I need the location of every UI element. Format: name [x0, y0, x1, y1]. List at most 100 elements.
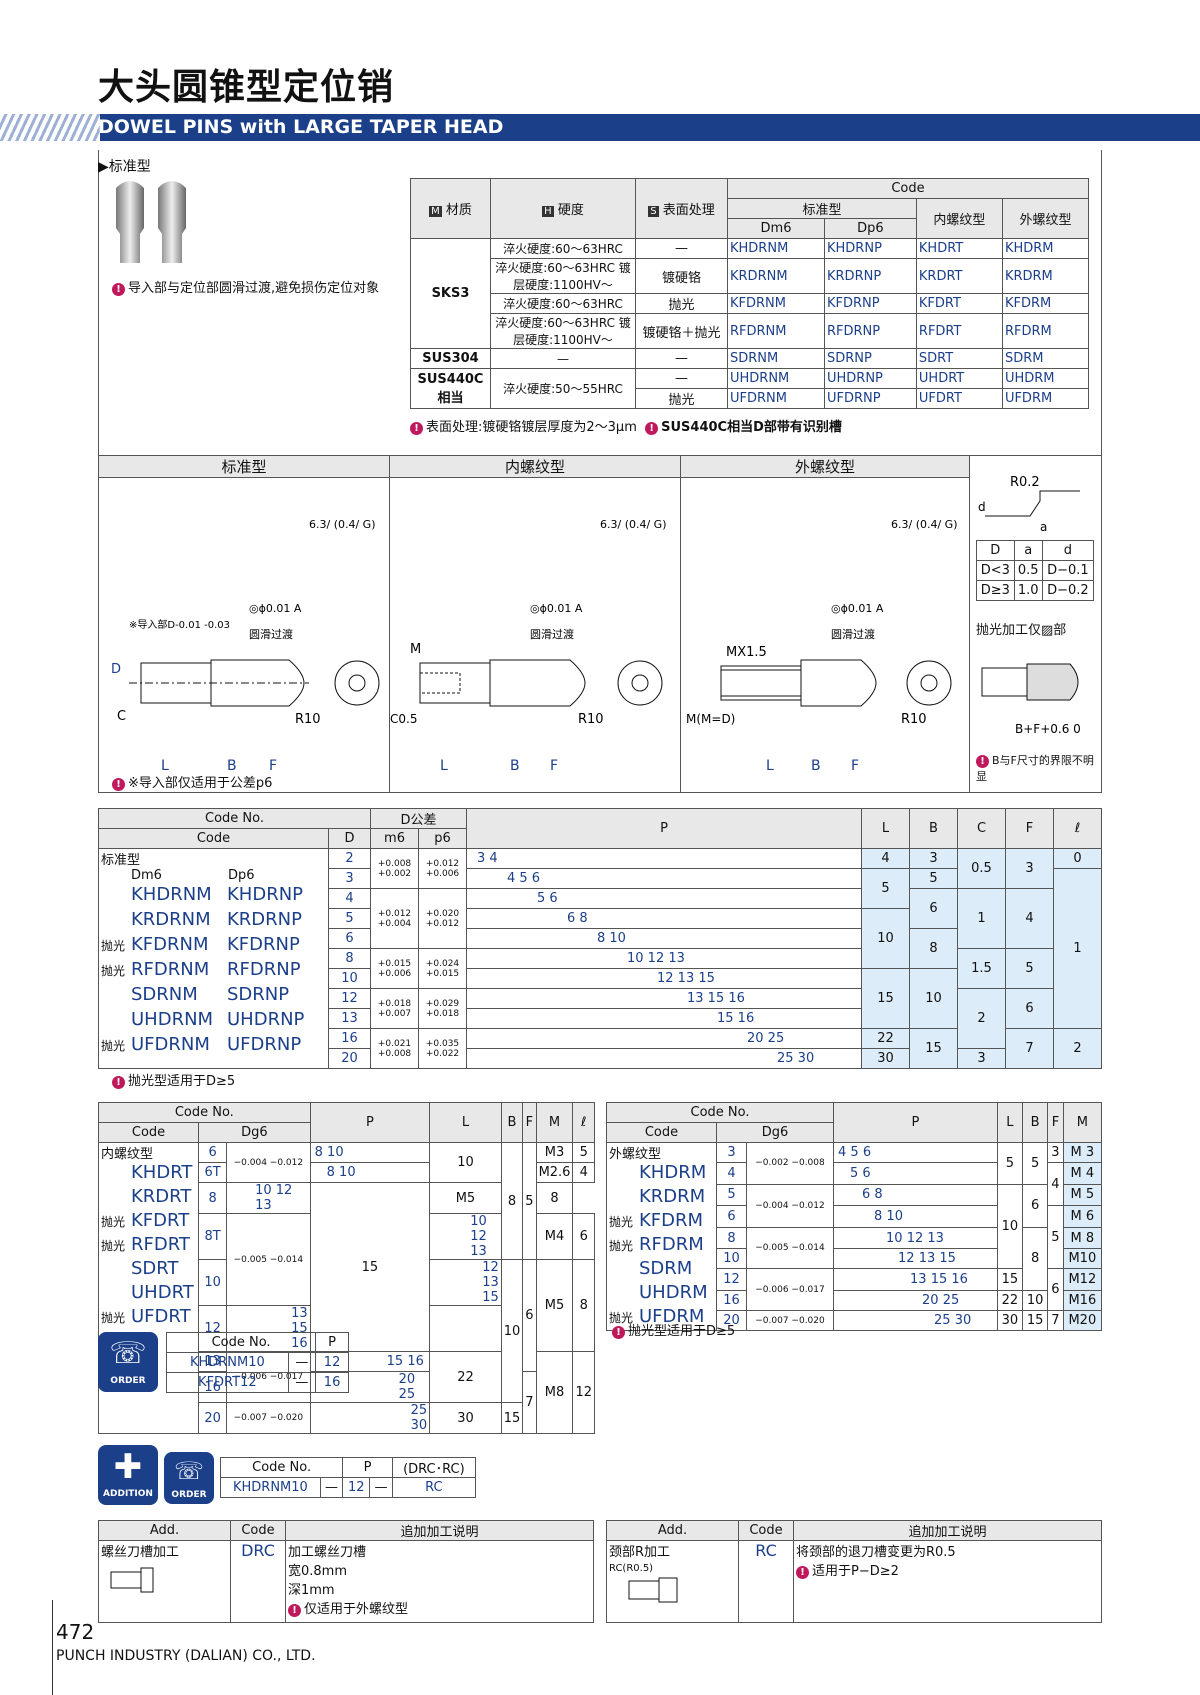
dg6-cell: 3 — [716, 1142, 747, 1163]
svg-text:※导入部D-0.01 -0.03: ※导入部D-0.01 -0.03 — [129, 618, 230, 631]
code-dm6: UHDRNM — [131, 1009, 214, 1030]
dim-cell: 15 — [1021, 1310, 1049, 1331]
L-cell: 10 — [861, 908, 910, 969]
p6-cell: +0.029 +0.018 — [418, 988, 467, 1029]
diagram-internal: 内螺纹型 6.3/ (0.4/ G) ◎ϕ0.01 A 圆滑过渡 M C0.5 … — [389, 455, 681, 793]
M-cell: M2.6 — [535, 1162, 574, 1183]
mh-p6: p6 — [418, 828, 467, 849]
P-cell: 12 13 15 — [833, 1248, 998, 1270]
M-cell: M16 — [1062, 1290, 1103, 1311]
C-cell: 1.5 — [957, 948, 1006, 989]
L-cell: 30 — [861, 1048, 910, 1069]
B-cell: 15 — [909, 1028, 958, 1069]
P-cell: 13 15 16 — [833, 1268, 998, 1291]
tol-cell: −0.004 −0.012 — [745, 1183, 835, 1228]
L-cell: 5 — [861, 868, 910, 909]
code-cell: SDRT — [915, 348, 1003, 369]
dg6-cell: 20 — [198, 1402, 228, 1434]
ext-note: !抛光型适用于D≥5 — [612, 1320, 735, 1339]
dg6-cell: 6 — [716, 1205, 747, 1228]
screwdriver-pin-icon — [110, 1567, 154, 1593]
B-cell: 3 — [909, 848, 958, 869]
P-cell: 8 10 — [833, 1205, 998, 1228]
diagram-internal-title: 内螺纹型 — [390, 456, 680, 478]
P-cell: 12 13 15 — [466, 968, 862, 989]
ext-code-line: UHDRM — [639, 1282, 708, 1303]
P-cell: 4 5 6 — [833, 1142, 998, 1163]
l-cell: 4 — [572, 1162, 595, 1183]
code-cell: RFDRT — [915, 313, 1003, 349]
B-cell: 6 — [909, 888, 958, 929]
std-note: !※导入部仅适用于公差p6 — [112, 772, 272, 791]
code-cell: RFDRNM — [727, 313, 825, 349]
svg-text:MX1.5: MX1.5 — [726, 645, 767, 660]
code-cell: UHDRNP — [824, 368, 917, 389]
dim-cell: 22 — [429, 1351, 502, 1403]
dg6-cell: 10 — [198, 1259, 228, 1306]
hard-cell: — — [490, 348, 636, 369]
M-cell: M 3 — [1062, 1142, 1103, 1163]
mh-m6: m6 — [370, 828, 419, 849]
code-cell: UHDRNM — [727, 368, 825, 389]
M-cell: M5 — [535, 1259, 574, 1352]
code-cell: SDRM — [1001, 348, 1090, 369]
P-cell: 3 4 — [466, 848, 862, 869]
svg-text:C: C — [117, 709, 126, 724]
B-cell: 5 — [909, 868, 958, 889]
svg-text:6.3/ (0.4/ G): 6.3/ (0.4/ G) — [600, 518, 667, 531]
h-surf: S 表面处理 — [635, 178, 728, 239]
P-cell: 10 12 13 — [429, 1213, 502, 1260]
code-dp6: KFDRNP — [227, 934, 300, 955]
dim-cell: 8 — [1021, 1226, 1049, 1292]
p6-cell: +0.020 +0.012 — [418, 888, 467, 949]
mat-notes: !表面处理:镀硬铬镀层厚度为2～3μm !SUS440C相当D部带有识别槽 — [410, 416, 842, 435]
diagram-external-title: 外螺纹型 — [681, 456, 969, 478]
company-name: PUNCH INDUSTRY (DALIAN) CO., LTD. — [56, 1648, 316, 1664]
dg6-cell: 6T — [198, 1162, 228, 1183]
dim-cell: 5 — [522, 1142, 537, 1260]
band-stripes — [0, 114, 100, 141]
P-cell: 8 10 — [309, 1162, 431, 1183]
D-cell: 2 — [328, 848, 371, 869]
code-dp6: KHDRNP — [227, 884, 304, 905]
code-cell: UFDRM — [1001, 388, 1090, 409]
dim-cell: 22 — [996, 1290, 1024, 1311]
code-cell: RFDRM — [1001, 313, 1090, 349]
P-cell: 4 5 6 — [466, 868, 862, 889]
tol-cell: −0.007 −0.020 — [745, 1310, 835, 1331]
svg-text:F: F — [269, 758, 277, 774]
m6-cell: +0.008 +0.002 — [370, 848, 419, 889]
code-dp6: KRDRNP — [227, 909, 302, 930]
mh-L: L — [861, 808, 910, 849]
D-cell: 8 — [328, 948, 371, 969]
hard-cell: 淬火硬度:50～55HRC — [490, 368, 636, 409]
code-cell: KHDRM — [1001, 238, 1090, 259]
h-int: 内螺纹型 — [915, 198, 1003, 239]
P-cell: 10 12 13 — [833, 1226, 998, 1250]
code-cell: KFDRNP — [824, 293, 917, 314]
p6-cell: +0.035 +0.022 — [418, 1028, 467, 1069]
code-cell: UFDRT — [915, 388, 1003, 409]
addition-order-icon: ☏ORDER — [164, 1452, 214, 1504]
dim-cell: 3 — [1047, 1142, 1064, 1163]
C-cell: 0.5 — [957, 848, 1006, 889]
svg-text:◎ϕ0.01 A: ◎ϕ0.01 A — [249, 602, 302, 615]
dim-cell: 6 — [1047, 1268, 1064, 1311]
mh-l: ℓ — [1053, 808, 1102, 849]
code-dm6: UFDRNM — [131, 1034, 210, 1055]
ext-type: 外螺纹型 — [609, 1147, 662, 1162]
svg-text:D: D — [111, 662, 121, 677]
